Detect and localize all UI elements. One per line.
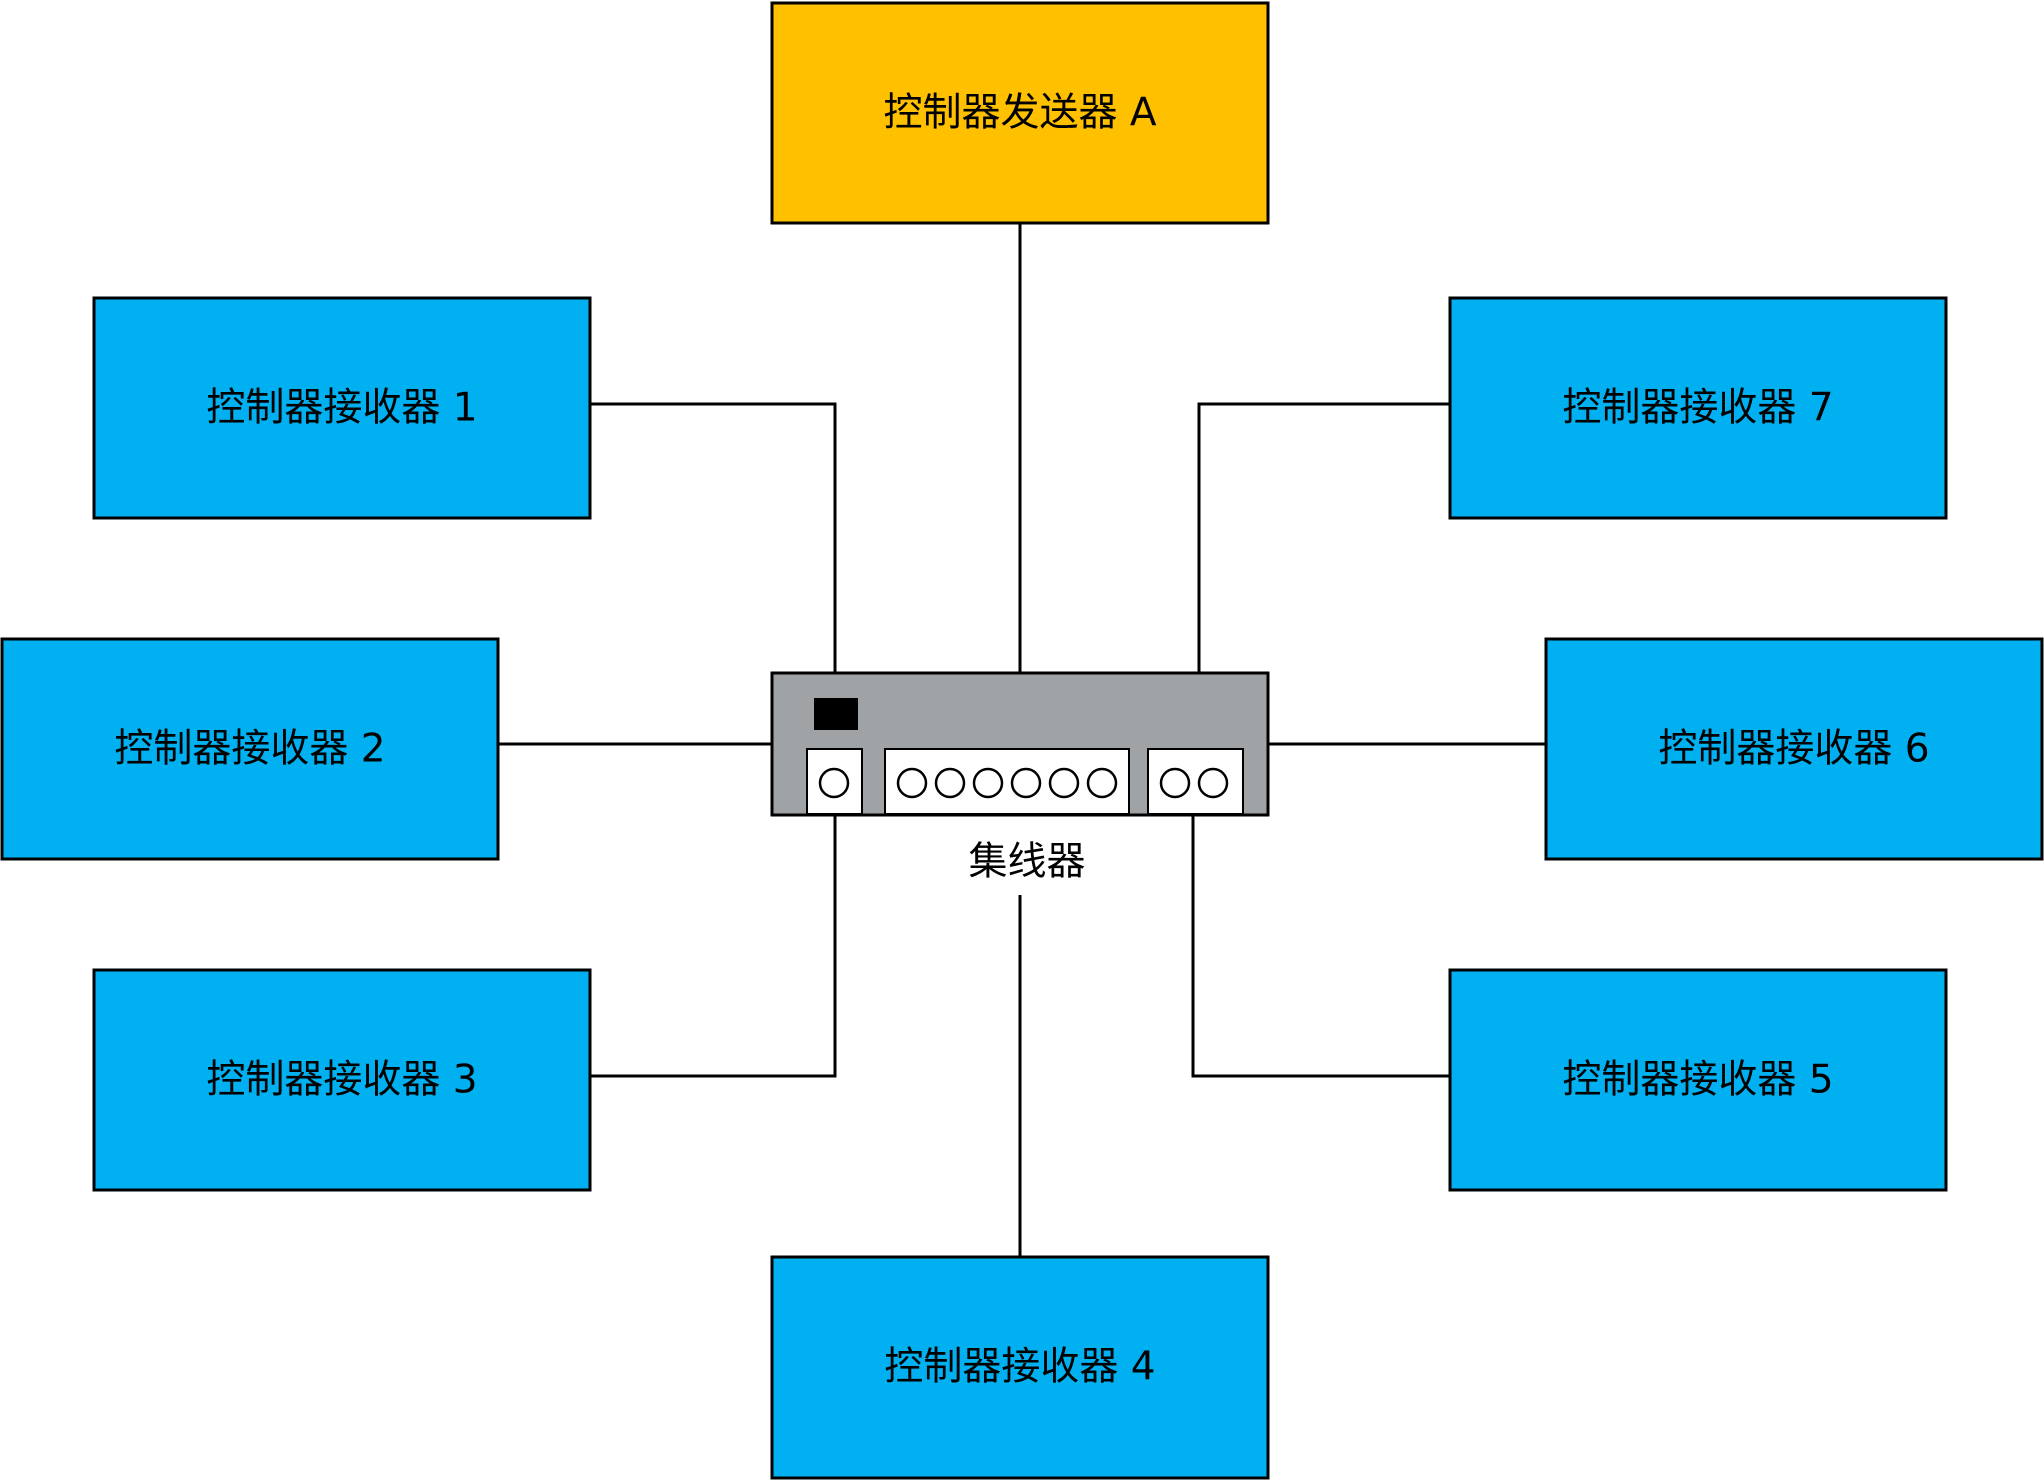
- receiver-label: 控制器接收器 6: [1658, 727, 1929, 772]
- receiver-label: 控制器接收器 3: [206, 1058, 477, 1103]
- receiver-label: 控制器接收器 4: [884, 1345, 1155, 1390]
- hub-device: 集线器: [770, 671, 1270, 885]
- receiver-box: [1544, 637, 2044, 861]
- port: [1086, 767, 1118, 799]
- receiver-label: 控制器接收器 5: [1562, 1058, 1833, 1103]
- receiver-box: [0, 637, 500, 861]
- hub-status-indicator: [814, 698, 858, 730]
- receiver-label: 控制器接收器 2: [114, 727, 385, 772]
- hub-label: 集线器: [968, 840, 1085, 885]
- receiver-box: [770, 1255, 1270, 1480]
- receiver-node-4: 控制器接收器 4: [770, 1255, 1270, 1480]
- receiver-node-3: 控制器接收器 3: [92, 968, 592, 1192]
- receiver-node-5: 控制器接收器 5: [1448, 968, 1948, 1192]
- port: [896, 767, 928, 799]
- connector-r1: [590, 402, 837, 673]
- hub-port-group-1: [806, 748, 863, 815]
- sender-box: [770, 1, 1270, 225]
- receiver-box: [1448, 968, 1948, 1192]
- port: [1159, 767, 1191, 799]
- connectors: [497, 223, 1546, 1257]
- receiver-node-6: 控制器接收器 6: [1544, 637, 2044, 861]
- receiver-node-7: 控制器接收器 7: [1448, 296, 1948, 520]
- receiver-box: [92, 968, 592, 1192]
- receiver-label: 控制器接收器 1: [206, 386, 477, 431]
- sender-node: 控制器发送器 A: [770, 1, 1270, 225]
- receiver-box: [92, 296, 592, 520]
- port: [934, 767, 966, 799]
- sender-label: 控制器发送器 A: [883, 91, 1156, 136]
- connector-r5: [1191, 815, 1450, 1078]
- port: [1010, 767, 1042, 799]
- hub-port-group-3: [1147, 748, 1244, 815]
- receiver-node-1: 控制器接收器 1: [92, 296, 592, 520]
- connector-r3: [590, 815, 837, 1078]
- receiver-label: 控制器接收器 7: [1562, 386, 1833, 431]
- receiver-node-2: 控制器接收器 2: [0, 637, 500, 861]
- port: [972, 767, 1004, 799]
- port: [1048, 767, 1080, 799]
- port: [818, 767, 850, 799]
- port: [1197, 767, 1229, 799]
- receiver-box: [1448, 296, 1948, 520]
- hub-port-group-2: [884, 748, 1130, 815]
- connector-r7: [1197, 402, 1450, 673]
